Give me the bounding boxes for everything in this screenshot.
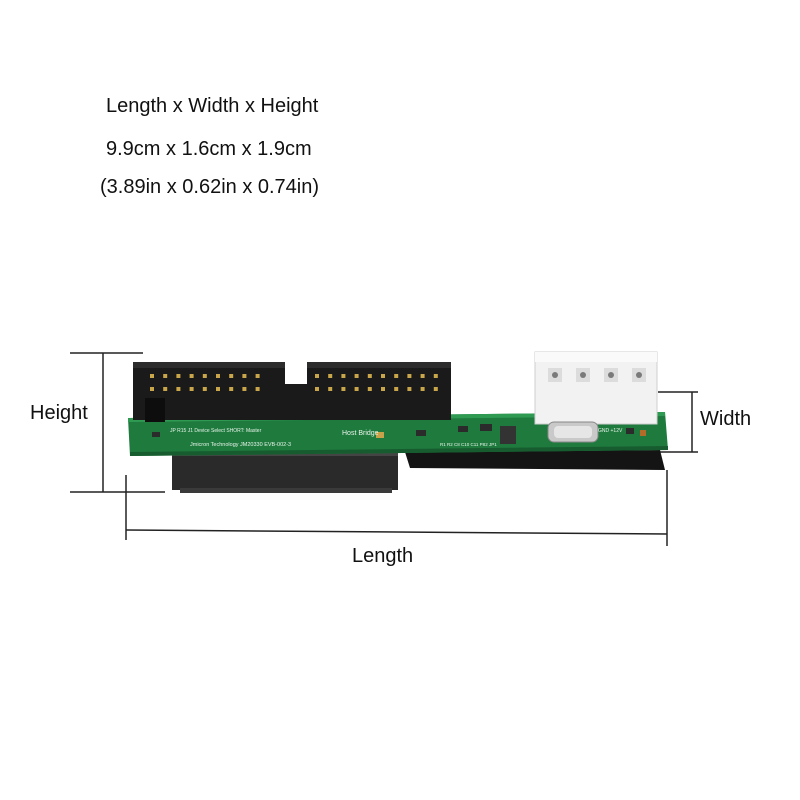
ide-pin bbox=[216, 387, 220, 391]
ide-pin bbox=[315, 387, 319, 391]
ide-pin bbox=[242, 387, 247, 391]
ide-pin bbox=[381, 374, 385, 378]
ide-pin bbox=[163, 387, 168, 391]
black-bottom-plate bbox=[405, 450, 665, 470]
silkscreen-row2: Jmicron Technology JM20330 EVB-002-3 bbox=[190, 442, 291, 448]
ide-pin bbox=[328, 374, 333, 378]
ide-pin bbox=[354, 387, 359, 391]
ide-pin bbox=[242, 374, 247, 378]
ide-40pin-header bbox=[133, 362, 451, 422]
spec-dimensions-imperial: (3.89in x 0.62in x 0.74in) bbox=[100, 176, 320, 198]
ide-pin bbox=[176, 387, 181, 391]
width-dimension-line bbox=[658, 391, 698, 453]
ide-pin bbox=[394, 374, 399, 378]
silkscreen-host-bridge: Host Bridge bbox=[342, 430, 379, 437]
height-dimension-line bbox=[70, 352, 165, 493]
ide-pin bbox=[341, 374, 346, 378]
smd-components bbox=[152, 424, 646, 444]
ide-pin bbox=[189, 374, 194, 378]
ide-pin bbox=[420, 374, 425, 378]
ide-pin bbox=[407, 374, 412, 378]
ide-pin bbox=[202, 387, 207, 391]
ide-pin bbox=[229, 387, 234, 391]
ide-pin bbox=[381, 387, 385, 391]
spec-dimensions-metric: 9.9cm x 1.6cm x 1.9cm bbox=[106, 138, 312, 160]
length-label: Length bbox=[352, 545, 414, 567]
ide-pin bbox=[328, 387, 333, 391]
ide-pin bbox=[229, 374, 234, 378]
silkscreen-refs: R1 R2 C8 C10 C11 P82 JP1 bbox=[440, 442, 497, 447]
ide-pin bbox=[367, 387, 372, 391]
ide-pin bbox=[150, 374, 154, 378]
ide-pin bbox=[367, 374, 372, 378]
ide-pin bbox=[407, 387, 412, 391]
ide-pin bbox=[394, 387, 399, 391]
ide-pin bbox=[176, 374, 181, 378]
ide-pin bbox=[255, 374, 260, 378]
ide-pin bbox=[420, 387, 425, 391]
ide-pin bbox=[150, 387, 154, 391]
ide-pin bbox=[354, 374, 359, 378]
ide-pin bbox=[433, 387, 438, 391]
ide-pin bbox=[433, 374, 438, 378]
silkscreen-row1: JP R15 J1 Device Select SHORT: Master bbox=[170, 428, 262, 434]
ide-pin bbox=[216, 374, 220, 378]
ide-pin bbox=[163, 374, 168, 378]
height-label: Height bbox=[30, 402, 88, 424]
length-dimension-line bbox=[125, 470, 668, 546]
ide-pin bbox=[189, 387, 194, 391]
ide-pin bbox=[341, 387, 346, 391]
width-label: Width bbox=[700, 408, 752, 430]
silkscreen-power-marks: GND +12V bbox=[598, 428, 623, 434]
ide-pin bbox=[202, 374, 207, 378]
molex-power-connector bbox=[534, 351, 658, 425]
ide-pin bbox=[315, 374, 319, 378]
crystal-oscillator bbox=[547, 421, 599, 443]
ide-pin bbox=[255, 387, 260, 391]
ide-header-pins bbox=[150, 374, 438, 391]
spec-dimensions-heading: Length x Width x Height bbox=[106, 95, 319, 117]
